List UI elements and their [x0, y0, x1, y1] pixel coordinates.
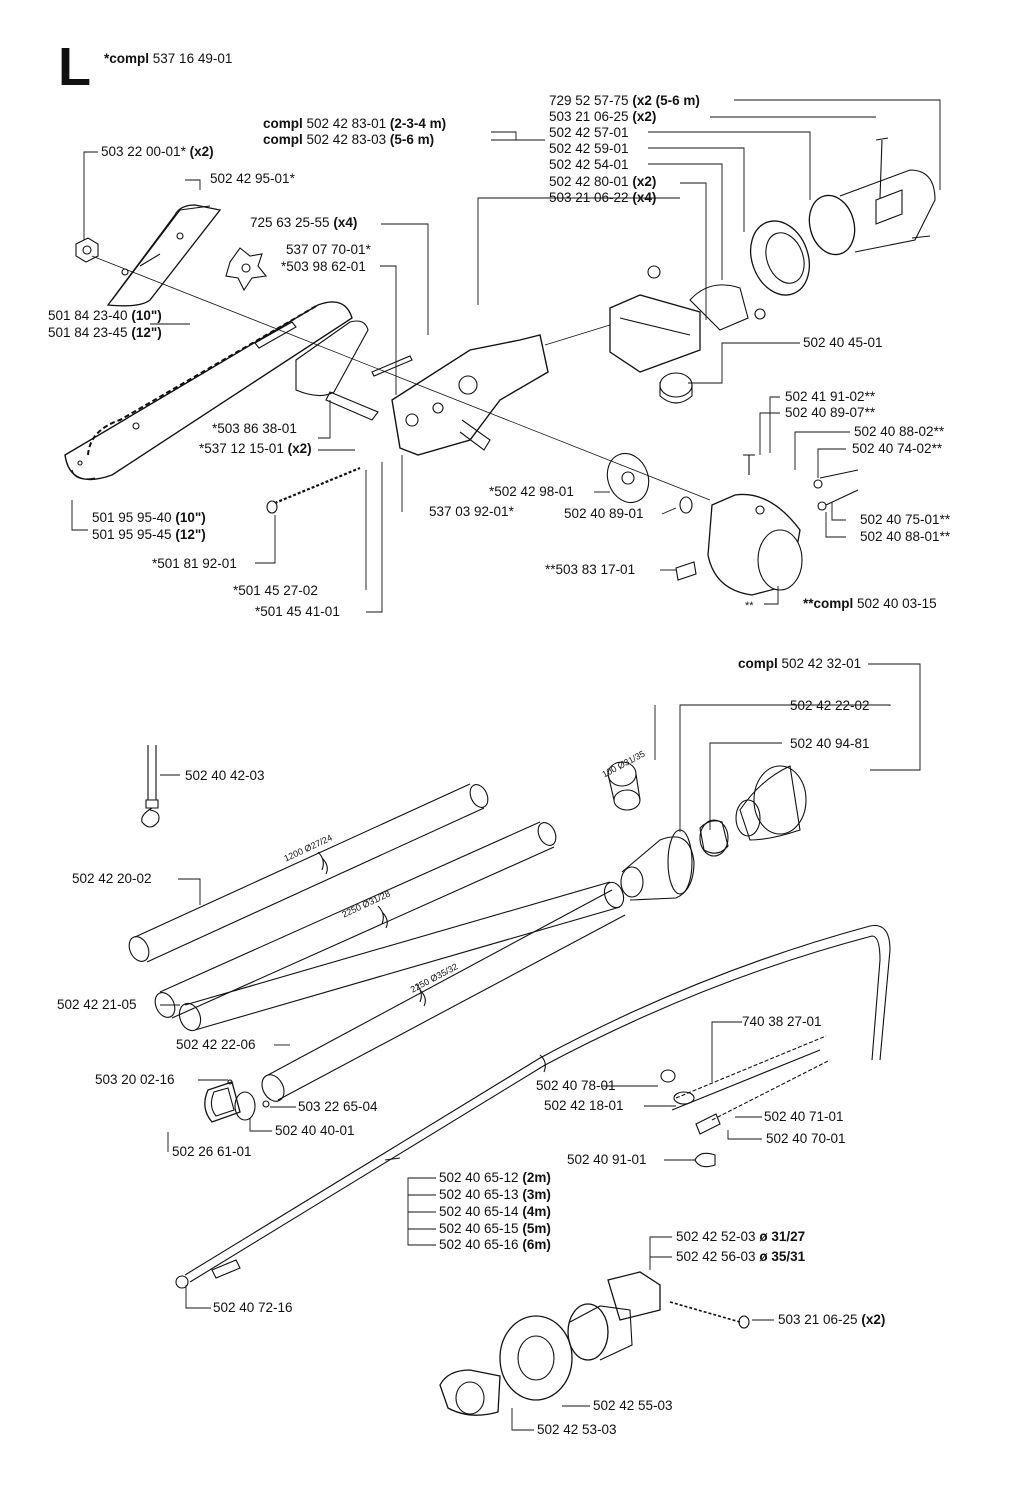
part-label-compl-502-42-83-03: compl 502 42 83-03 (5-6 m)	[263, 132, 435, 147]
part-label-502-42-59-01: 502 42 59-01	[549, 141, 629, 156]
part-label-502-40-89-01: 502 40 89-01	[564, 506, 644, 521]
part-label-537-07-70-01: 537 07 70-01*	[286, 242, 371, 257]
part-label-double-star: **	[745, 600, 754, 612]
hose-clamp	[699, 819, 729, 857]
shaft-tube-1200	[128, 783, 489, 963]
part-label-502-40-91-01: 502 40 91-01	[567, 1152, 647, 1167]
part-label-502-42-18-01: 502 42 18-01	[544, 1098, 624, 1113]
shaft-cone	[620, 829, 695, 901]
adapter-flange	[606, 452, 693, 514]
part-label-503-22-00-01: 503 22 00-01* (x2)	[101, 144, 214, 159]
part-label-501-84-23-45: 501 84 23-45 (12")	[48, 325, 162, 340]
part-label-503-83-17-01: **503 83 17-01	[545, 562, 636, 577]
part-label-503-21-06-22: 503 21 06-22 (x4)	[549, 190, 657, 205]
coupling-housing	[808, 137, 936, 256]
part-label-502-40-94-81: 502 40 94-81	[790, 736, 870, 751]
part-label-502-40-40-01: 502 40 40-01	[275, 1123, 355, 1138]
harness-clamp	[204, 1079, 270, 1123]
part-label-compl-502-42-32-01: compl 502 42 32-01	[738, 656, 862, 671]
part-label-502-40-72-16: 502 40 72-16	[213, 1300, 293, 1315]
part-label-502-41-91-02: 502 41 91-02**	[785, 389, 876, 404]
part-label-502-40-65-14: 502 40 65-14 (4m)	[439, 1204, 551, 1219]
part-label-502-42-22-02: 502 42 22-02	[790, 698, 870, 713]
part-label-502-40-89-07: 502 40 89-07**	[785, 405, 876, 420]
bar-cover-plate	[106, 204, 222, 307]
star-knob	[225, 247, 268, 292]
part-label-502-42-20-02: 502 42 20-02	[72, 871, 152, 886]
part-label-502-40-74-02: 502 40 74-02**	[852, 441, 943, 456]
part-label-503-22-65-04: 503 22 65-04	[298, 1099, 378, 1114]
shaft-sleeve	[607, 761, 641, 811]
part-label-502-40-88-02: 502 40 88-02**	[854, 424, 945, 439]
saw-chain	[87, 304, 319, 456]
part-label-502-40-42-03: 502 40 42-03	[185, 768, 265, 783]
drive-coupling	[675, 454, 859, 596]
part-label-502-42-21-05: 502 42 21-05	[57, 997, 137, 1012]
shaft-tube-2250b	[178, 881, 625, 1032]
clamp-ring	[750, 220, 810, 296]
part-label-502-40-75-01: 502 40 75-01**	[860, 512, 951, 527]
motor-clamp	[609, 265, 766, 404]
part-label-501-45-27-02: *501 45 27-02	[233, 583, 318, 598]
assembly-title: *compl 537 16 49-01	[104, 51, 233, 66]
part-label-501-84-23-40: 501 84 23-40 (10")	[48, 308, 162, 323]
part-label-502-26-61-01: 502 26 61-01	[172, 1144, 252, 1159]
shaft-tube-2250c	[261, 889, 626, 1102]
part-label-502-40-88-01: 502 40 88-01**	[860, 529, 951, 544]
part-label-502-40-71-01: 502 40 71-01	[764, 1109, 844, 1124]
part-label-502-40-70-01: 502 40 70-01	[766, 1131, 846, 1146]
part-label-501-45-41-01: *501 45 41-01	[255, 604, 340, 619]
part-label-740-38-27-01: 740 38 27-01	[742, 1014, 822, 1029]
part-label-502-42-57-01: 502 42 57-01	[549, 125, 629, 140]
flex-cable	[175, 924, 891, 1289]
part-label-501-95-95-45: 501 95 95-45 (12")	[92, 527, 206, 542]
part-label-502-42-80-01: 502 42 80-01 (x2)	[549, 174, 657, 189]
shaft-tube-2250a	[154, 821, 557, 1019]
lock-assembly	[439, 1271, 750, 1416]
part-label-503-86-38-01: *503 86 38-01	[212, 421, 297, 436]
leader-lines-bottom	[160, 663, 921, 1431]
section-letter: L	[58, 37, 91, 97]
part-label-502-42-56-03: 502 42 56-03 ø 35/31	[676, 1249, 806, 1264]
axis-line-top	[91, 255, 711, 501]
leader-lines-top	[71, 99, 941, 613]
part-label-729-52-57-75: 729 52 57-75 (x2 (5-6 m)	[549, 93, 700, 108]
part-label-502-42-22-06: 502 42 22-06	[176, 1037, 256, 1052]
part-label-502-40-65-12: 502 40 65-12 (2m)	[439, 1170, 551, 1185]
bar-nut	[75, 237, 99, 263]
guide-bar	[64, 301, 353, 481]
part-label-compl-502-42-83-01: compl 502 42 83-01 (2-3-4 m)	[263, 116, 447, 131]
part-label-537-03-92-01: 537 03 92-01*	[429, 504, 514, 519]
part-label-503-21-06-25: 503 21 06-25 (x2)	[549, 109, 657, 124]
gear-housing	[391, 334, 549, 456]
part-label-502-40-65-16: 502 40 65-16 (6m)	[439, 1237, 551, 1252]
part-label-503-21-06-25-lower: 503 21 06-25 (x2)	[778, 1312, 886, 1327]
tension-plate	[295, 320, 413, 397]
tension-screw	[266, 391, 379, 514]
part-label-501-81-92-01: *501 81 92-01	[152, 556, 237, 571]
part-label-537-12-15-01: *537 12 15-01 (x2)	[199, 441, 312, 456]
part-label-502-42-95-01: 502 42 95-01*	[210, 171, 295, 186]
part-label-502-42-54-01: 502 42 54-01	[549, 157, 629, 172]
part-label-502-40-65-15: 502 40 65-15 (5m)	[439, 1221, 551, 1236]
coupling-bell	[735, 765, 807, 841]
part-label-502-42-98-01: *502 42 98-01	[489, 484, 574, 499]
part-label-502-42-55-03: 502 42 55-03	[593, 1398, 673, 1413]
part-label-503-20-02-16: 503 20 02-16	[95, 1072, 175, 1087]
part-label-502-40-45-01: 502 40 45-01	[803, 335, 883, 350]
hanger-strap	[141, 745, 160, 828]
part-label-501-95-95-40: 501 95 95-40 (10")	[92, 510, 206, 525]
part-label-503-98-62-01: *503 98 62-01	[281, 259, 366, 274]
part-label-502-40-78-01: 502 40 78-01	[536, 1078, 616, 1093]
part-label-725-63-25-55: 725 63 25-55 (x4)	[250, 215, 358, 230]
guide-bar-group	[64, 301, 353, 481]
part-label-502-42-52-03: 502 42 52-03 ø 31/27	[676, 1229, 806, 1244]
part-label-compl-502-40-03-15: **compl 502 40 03-15	[803, 596, 937, 611]
part-label-502-42-53-03: 502 42 53-03	[537, 1422, 617, 1437]
part-label-502-40-65-13: 502 40 65-13 (3m)	[439, 1187, 551, 1202]
